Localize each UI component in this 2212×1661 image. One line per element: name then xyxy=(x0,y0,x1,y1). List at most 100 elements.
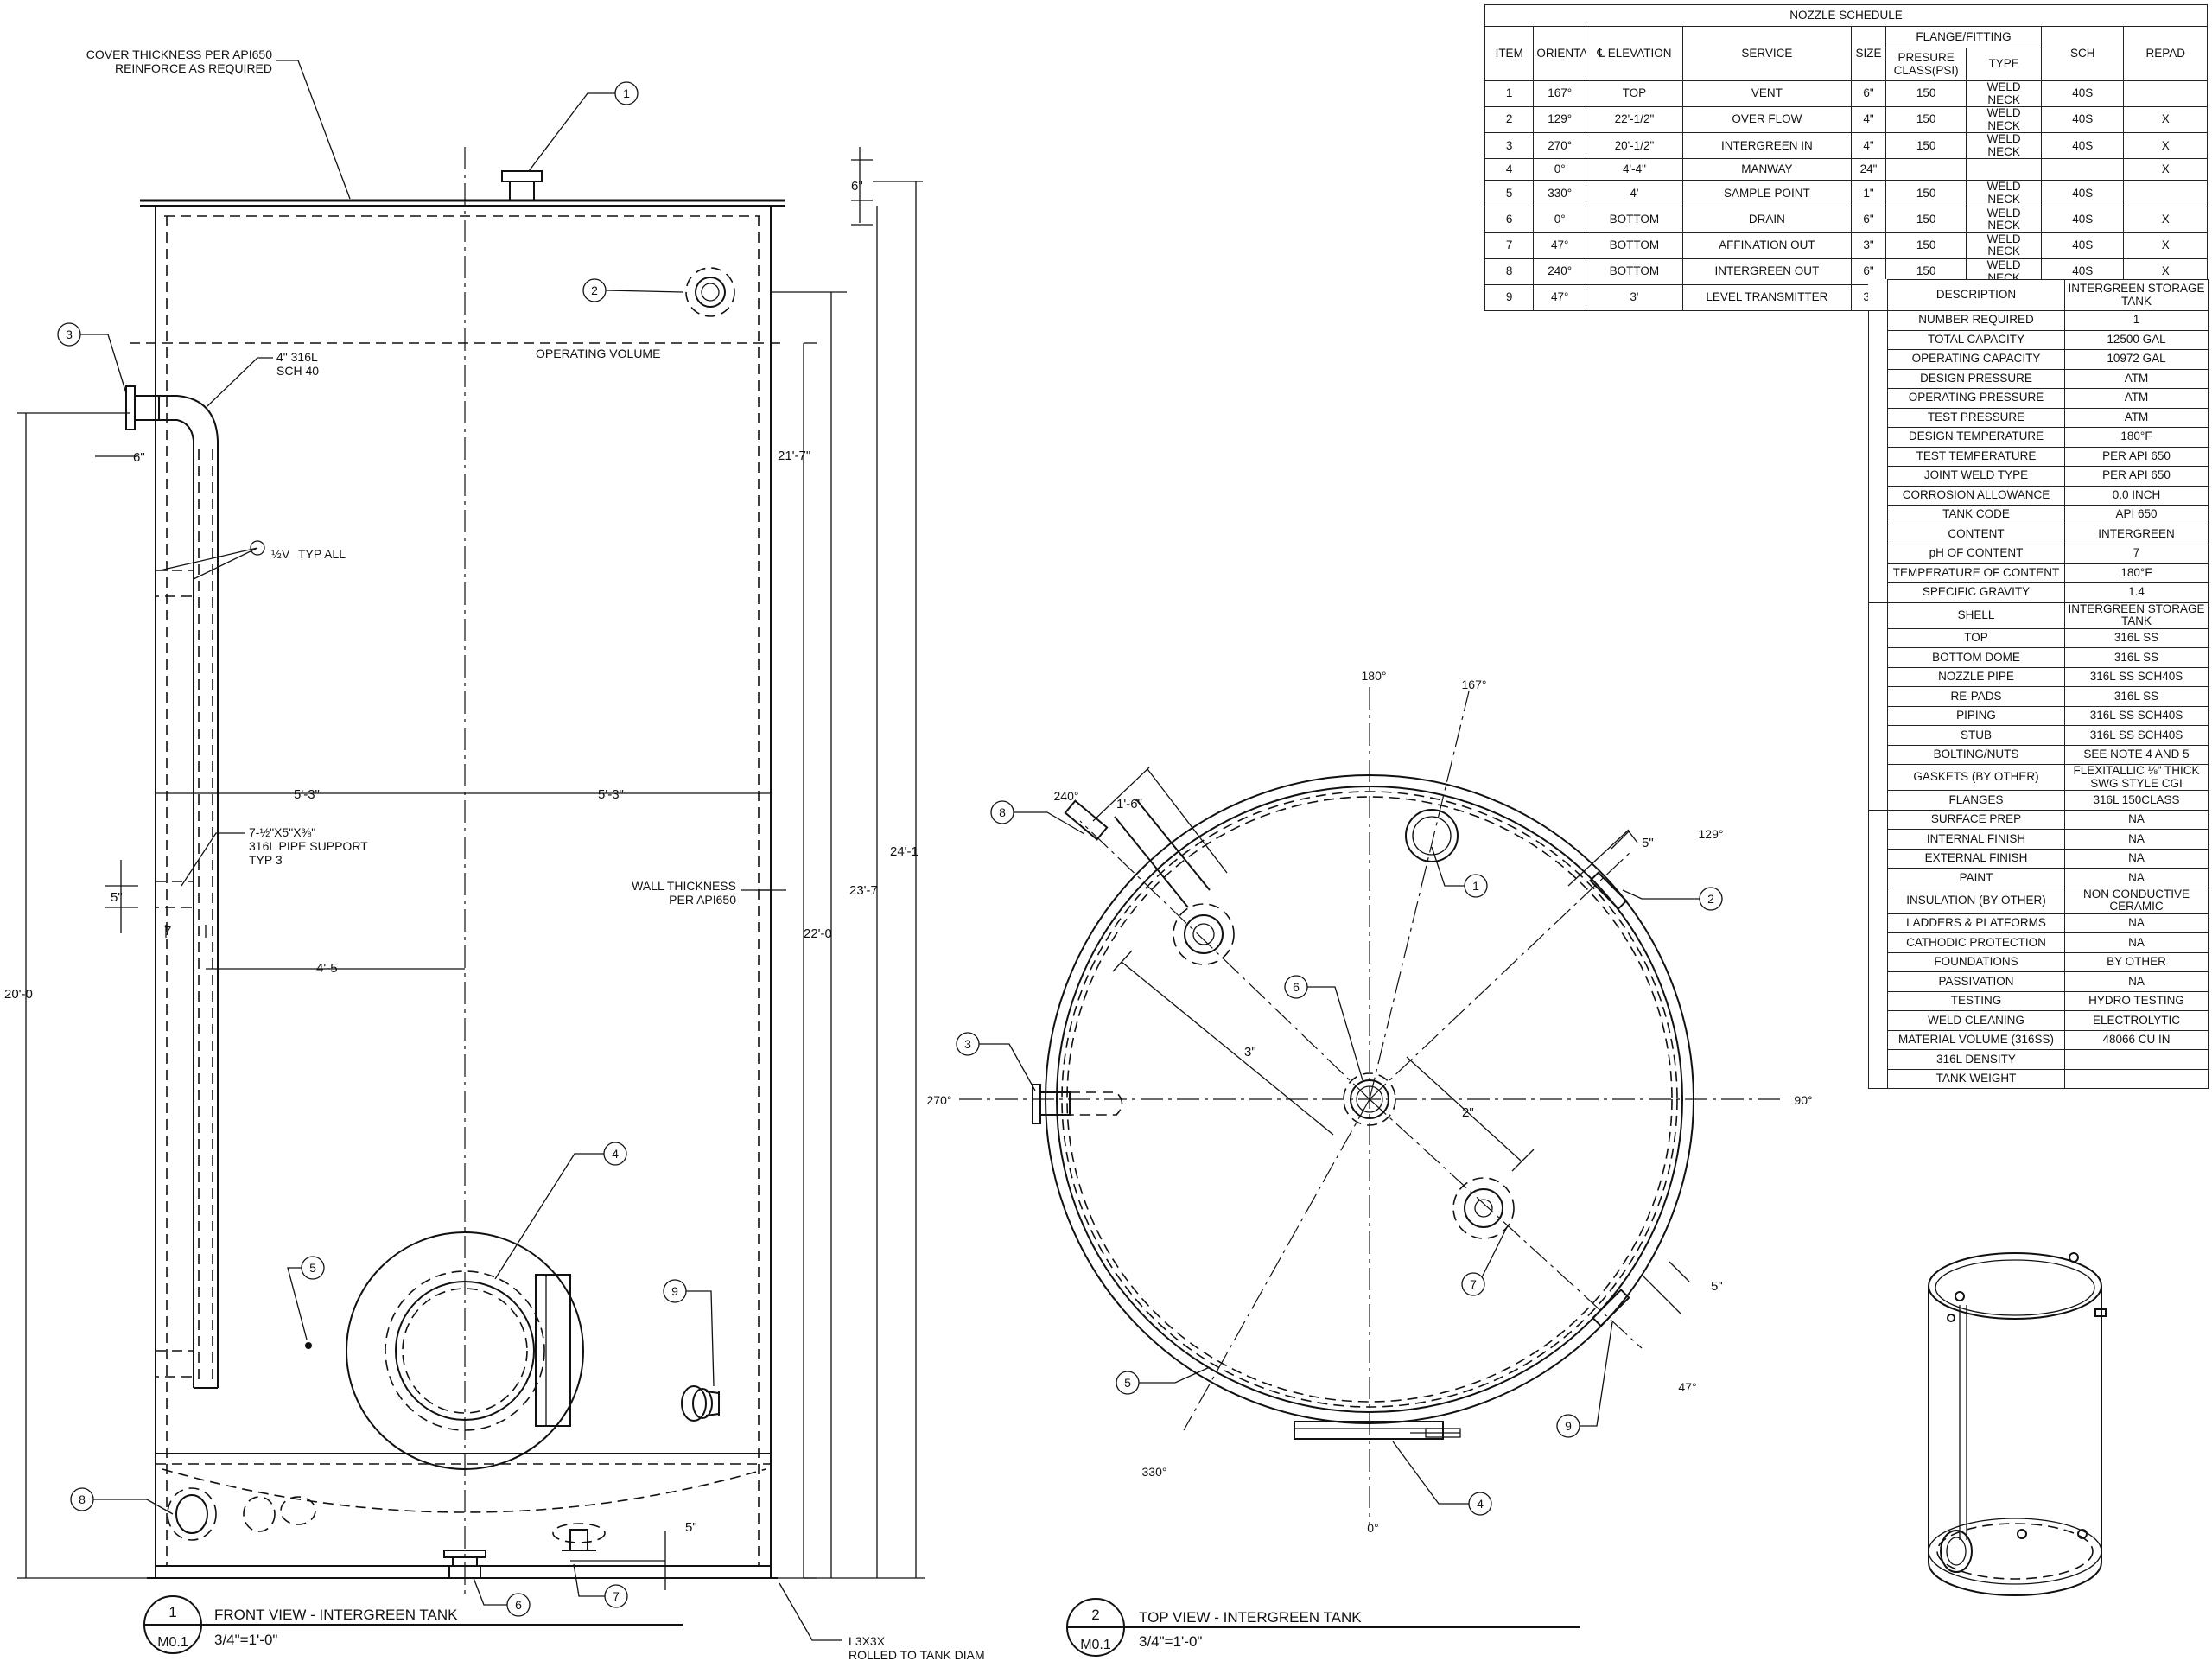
spec-value: 180°F xyxy=(2064,427,2209,448)
note-wall-2: PER API650 xyxy=(669,893,736,907)
col-service: SERVICE xyxy=(1681,26,1852,81)
nozzle-cell: 0° xyxy=(1533,206,1587,233)
svg-text:2: 2 xyxy=(591,283,598,297)
dim-24-1: 24'-1 xyxy=(890,844,918,859)
svg-text:4: 4 xyxy=(1477,1497,1484,1511)
nozzle-cell: SAMPLE POINT xyxy=(1681,180,1852,207)
col-orientation: ORIENTATION xyxy=(1533,26,1587,81)
spec-value: NA xyxy=(2064,829,2209,850)
nozzle-cell: 150 xyxy=(1885,132,1967,160)
nozzle-cell: X xyxy=(2123,106,2208,134)
nozzle-cell: X xyxy=(2123,206,2208,233)
spec-label: TEST TEMPERATURE xyxy=(1887,446,2065,467)
col-flange: FLANGE/FITTING xyxy=(1885,26,2043,48)
spec-label: CONTENT xyxy=(1887,524,2065,544)
spec-table: DESCRIPTION INTERGREEN STORAGE TANK DESI… xyxy=(1868,279,2209,1090)
top-view-sheet: M0.1 xyxy=(1080,1638,1111,1652)
nozzle-cell: 129° xyxy=(1533,106,1587,134)
nozzle-cell: 150 xyxy=(1885,180,1967,207)
nozzle-cell: BOTTOM xyxy=(1586,206,1683,233)
spec-value xyxy=(2064,1068,2209,1090)
front-view-title: 1 M0.1 FRONT VIEW - INTERGREEN TANK 3/4"… xyxy=(143,1595,683,1654)
svg-text:3: 3 xyxy=(964,1037,971,1051)
spec-label: TEST PRESSURE xyxy=(1887,407,2065,428)
spec-value: NA xyxy=(2064,971,2209,992)
nozzle-cell: 40S xyxy=(2041,232,2125,259)
nozzle-cell: LEVEL TRANSMITTER xyxy=(1681,284,1852,312)
col-item: ITEM xyxy=(1484,26,1535,81)
nozzle-cell: TOP xyxy=(1586,80,1683,108)
spec-label: SURFACE PREP xyxy=(1887,809,2065,830)
nozzle-cell: 1 xyxy=(1484,80,1535,108)
angle-180: 180° xyxy=(1362,669,1387,683)
nozzle-cell: 24" xyxy=(1850,158,1887,181)
spec-label: GASKETS (BY OTHER) xyxy=(1887,764,2065,792)
angle-167: 167° xyxy=(1462,678,1487,691)
spec-label: INSULATION (BY OTHER) xyxy=(1887,887,2065,914)
spec-label: INTERNAL FINISH xyxy=(1887,829,2065,850)
spec-row: 316L DENSITY xyxy=(1869,1049,2209,1070)
spec-value: PER API 650 xyxy=(2064,446,2209,467)
angle-129: 129° xyxy=(1699,827,1724,841)
nozzle-cell: 47° xyxy=(1533,284,1587,312)
spec-label: OPERATING CAPACITY xyxy=(1887,349,2065,370)
nozzle-cell: INTERGREEN OUT xyxy=(1681,258,1852,286)
note-pipe-support-1: 316L PIPE SUPPORT xyxy=(249,839,368,853)
spec-label: BOLTING/NUTS xyxy=(1887,744,2065,766)
spec-label: DESIGN PRESSURE xyxy=(1887,368,2065,389)
spec-description-label: DESCRIPTION xyxy=(1887,279,2065,311)
spec-row: MATERIALSHELLINTERGREEN STORAGE TANK xyxy=(1868,601,2209,811)
spec-value: 1.4 xyxy=(2064,582,2209,603)
spec-description-value: INTERGREEN STORAGE TANK xyxy=(2064,279,2209,311)
angle-0: 0° xyxy=(1367,1521,1378,1535)
nozzle-schedule-table: NOZZLE SCHEDULE ITEM ORIENTATION ℄ ELEVA… xyxy=(1484,4,2208,312)
nozzle-cell: AFFINATION OUT xyxy=(1681,232,1852,259)
spec-label: PIPING xyxy=(1887,705,2065,727)
dim-5-bottom: 5" xyxy=(685,1520,697,1535)
nozzle-cell: 22'-1/2" xyxy=(1586,106,1683,134)
top-view-title: 2 M0.1 TOP VIEW - INTERGREEN TANK 3/4"=1… xyxy=(1066,1598,1580,1657)
svg-text:9: 9 xyxy=(1565,1419,1572,1433)
spec-group-label: MATERIAL xyxy=(1868,601,1888,811)
front-dimensions: 6" 21'-7" 22'-0 23'-7 24'-1 20'-0 5'-3" … xyxy=(4,147,925,1590)
svg-text:3: 3 xyxy=(66,328,73,341)
spec-label: PAINT xyxy=(1887,868,2065,888)
note-wall-1: WALL THICKNESS xyxy=(632,879,736,893)
col-pressure: PRESURE CLASS(PSI) xyxy=(1885,48,1967,81)
nozzle-cell: 150 xyxy=(1885,80,1967,108)
spec-label: EXTERNAL FINISH xyxy=(1887,848,2065,869)
spec-label: SHELL xyxy=(1887,601,2065,629)
nozzle-cell: 4 xyxy=(1484,158,1535,181)
nozzle-cell: BOTTOM xyxy=(1586,258,1683,286)
top-bubbles: 1 2 3 4 5 6 7 8 9 xyxy=(956,800,1723,1516)
svg-text:7: 7 xyxy=(613,1589,620,1603)
nozzle-cell: 9 xyxy=(1484,284,1535,312)
angle-270: 270° xyxy=(927,1093,952,1107)
svg-text:6: 6 xyxy=(515,1598,522,1612)
spec-label: NOZZLE PIPE xyxy=(1887,666,2065,688)
spec-label: TANK CODE xyxy=(1887,505,2065,525)
front-view-scale: 3/4"=1'-0" xyxy=(214,1632,277,1648)
spec-label: CATHODIC PROTECTION xyxy=(1887,932,2065,953)
col-type: TYPE xyxy=(1966,48,2043,81)
nozzle-cell: 4" xyxy=(1850,132,1887,160)
dim-2: 2" xyxy=(1462,1105,1474,1120)
spec-label: FOUNDATIONS xyxy=(1887,951,2065,973)
nozzle-cell xyxy=(2123,80,2208,108)
spec-value: 316L 150CLASS xyxy=(2064,790,2209,811)
nozzle-cell: 4" xyxy=(1850,106,1887,134)
nozzle-cell: 40S xyxy=(2041,180,2125,207)
svg-text:4: 4 xyxy=(612,1147,619,1161)
spec-value: 316L SS SCH40S xyxy=(2064,725,2209,746)
nozzle-cell: 1" xyxy=(1850,180,1887,207)
spec-value: 48066 CU IN xyxy=(2064,1029,2209,1051)
